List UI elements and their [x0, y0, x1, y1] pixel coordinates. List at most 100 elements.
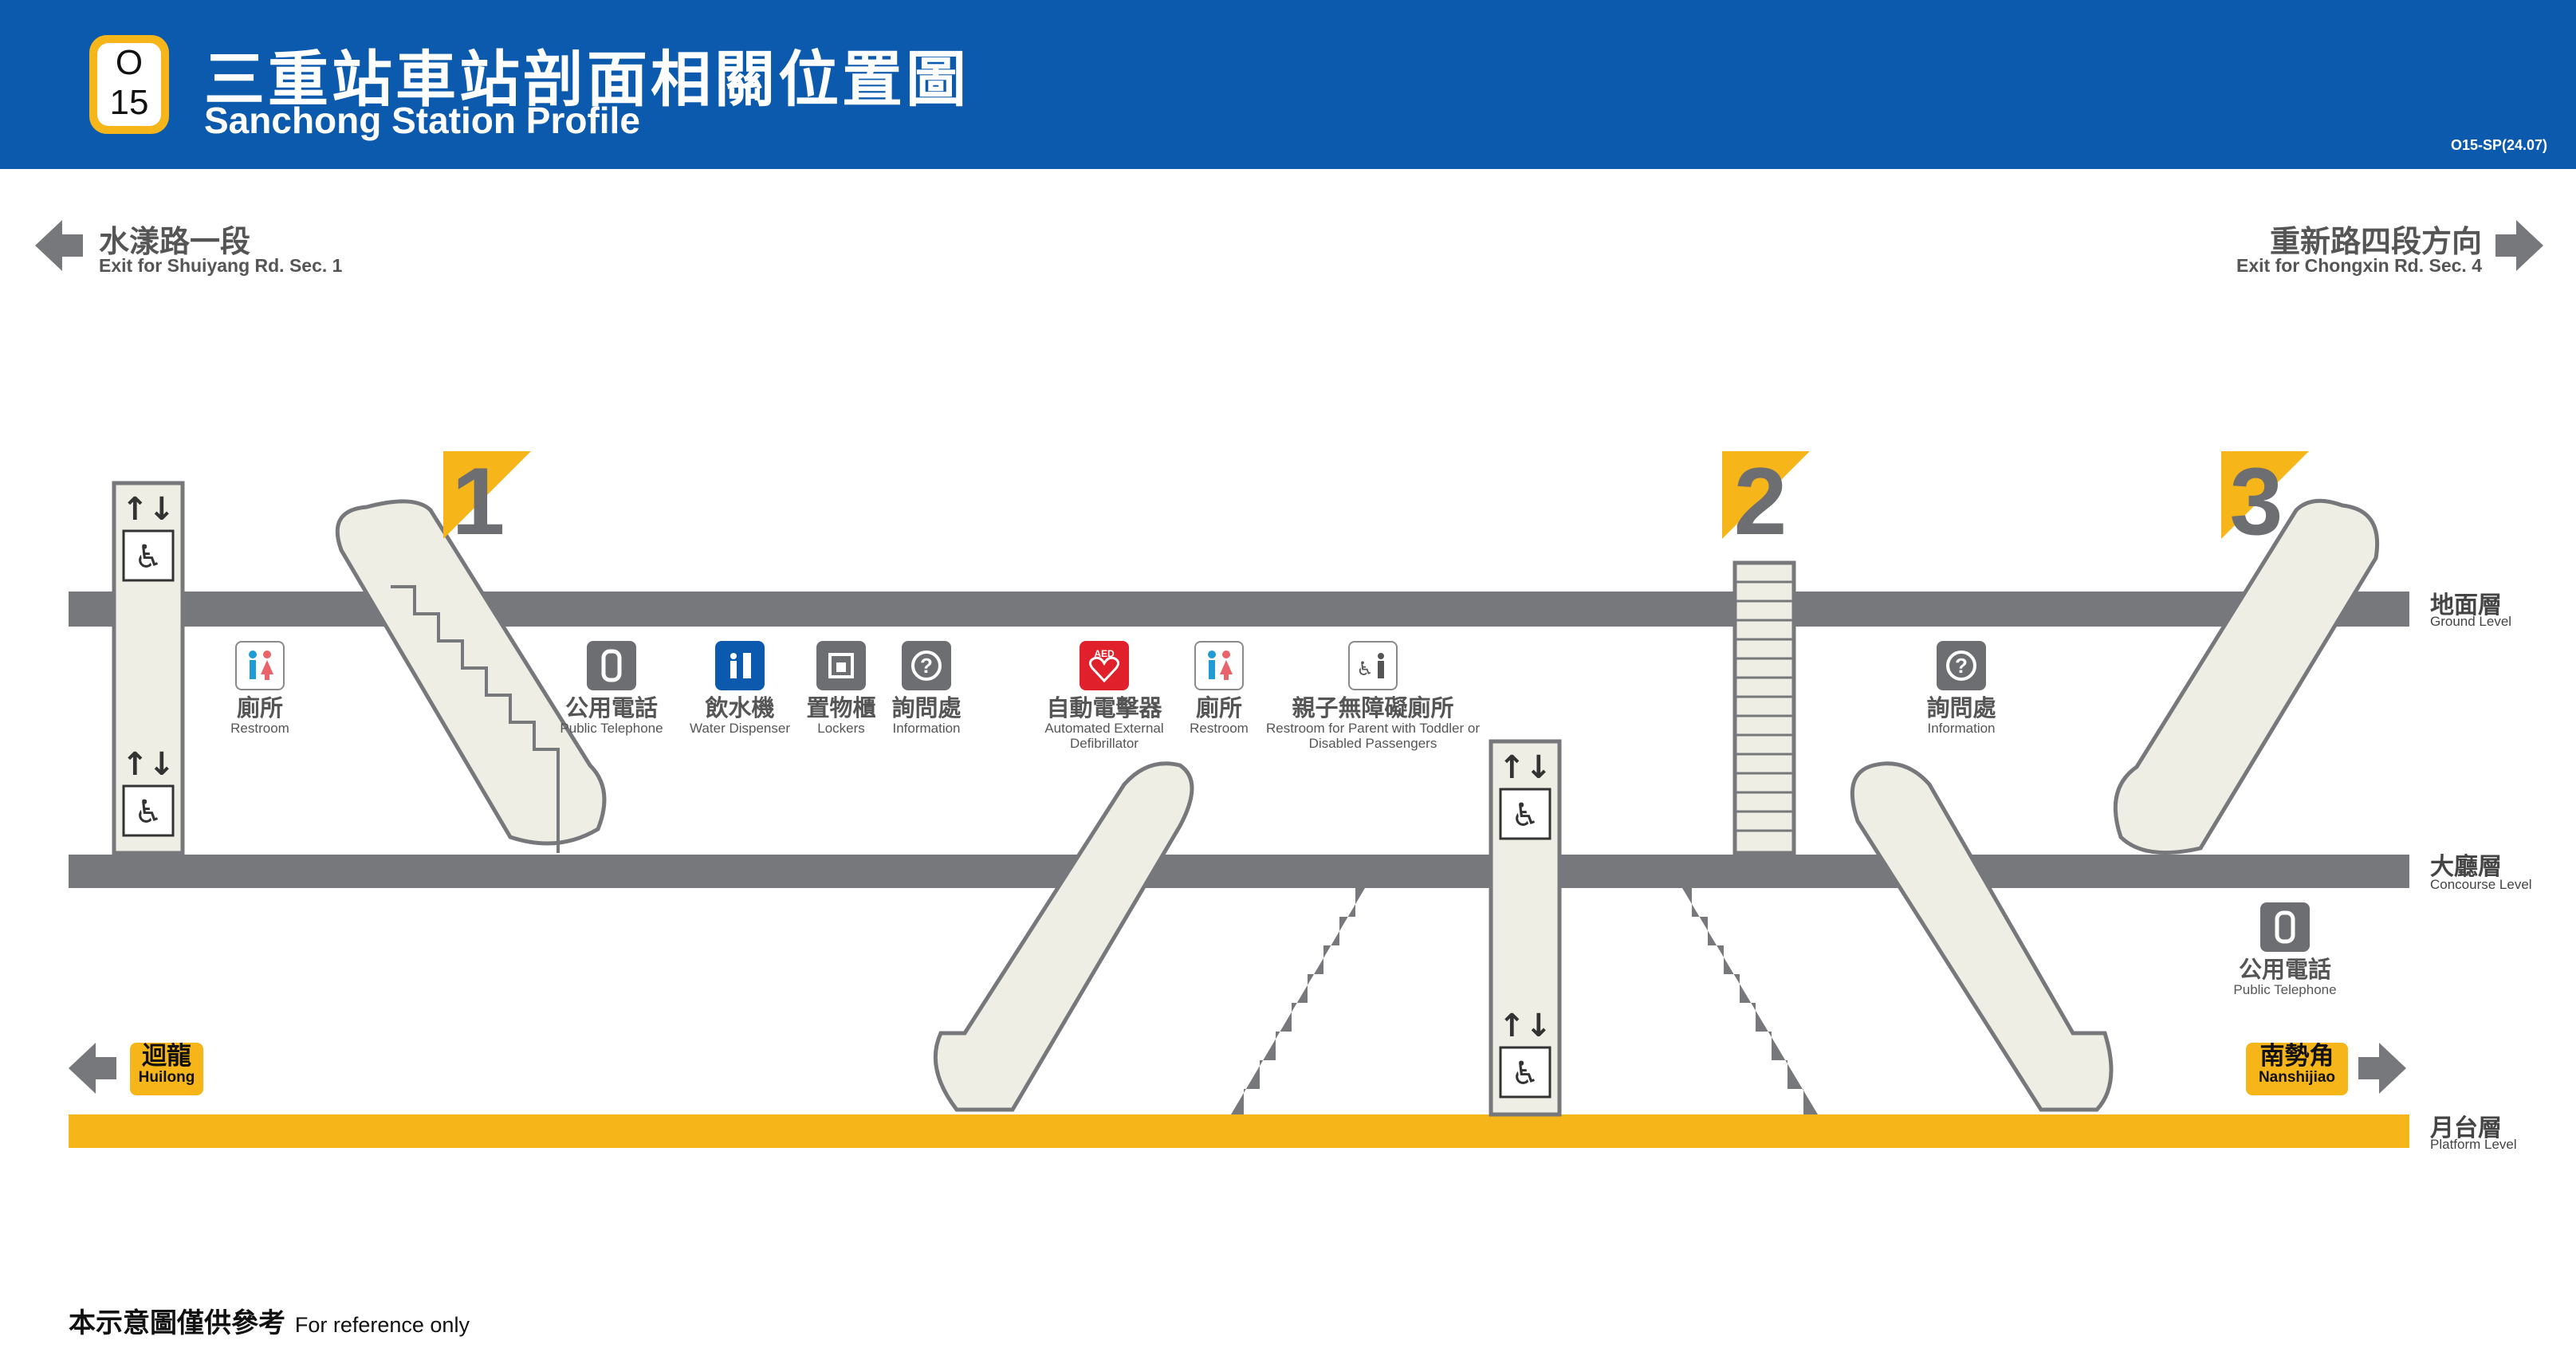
platform-direction-right-en: Nanshijiao [2258, 1069, 2336, 1086]
footer-note-zh: 本示意圖僅供參考 [69, 1307, 285, 1339]
svg-text:↑↓: ↑↓ [121, 746, 175, 783]
facility-label-zh: 置物櫃 [806, 694, 876, 721]
information-icon: ? [1937, 641, 1986, 690]
exit-direction-left-zh: 水漾路一段 [99, 224, 251, 259]
telephone-icon [587, 641, 636, 690]
page-title-zh: 三重站車站剖面相關位置圖 [204, 44, 969, 115]
platform-direction-left-tag: 迴龍 Huilong [130, 1043, 203, 1095]
facility-water-dispenser: 飲水機 Water Dispenser [660, 641, 820, 736]
water-dispenser-icon [715, 641, 765, 690]
facility-label-en: Lockers [817, 721, 865, 736]
document-code: O15-SP(24.07) [2450, 137, 2547, 153]
svg-text:♿: ♿ [1356, 658, 1374, 680]
facility-label-zh: 廁所 [1195, 694, 1242, 721]
facility-telephone: 公用電話 Public Telephone [532, 641, 691, 736]
escalator-platform-left-icon [933, 761, 1194, 1112]
platform-direction-right-zh: 南勢角 [2259, 1042, 2334, 1071]
arrow-right-icon [2495, 220, 2543, 271]
facility-information-right: ? 詢問處 Information [1882, 641, 2041, 736]
facility-label-zh: 詢問處 [1926, 694, 1996, 721]
elevator-middle-icon: ↑↓ ♿ ↑↓ ♿ [1489, 739, 1562, 1117]
exit-direction-left-en: Exit for Shuiyang Rd. Sec. 1 [99, 255, 343, 276]
platform-level-label-zh: 月台層 [2430, 1114, 2502, 1142]
platform-arrow-right-icon [2358, 1043, 2406, 1094]
restroom-icon [235, 641, 285, 690]
stairs-exit-2-icon [1732, 560, 1796, 855]
information-icon: ? [902, 641, 951, 690]
facility-label-en: Restroom [230, 721, 289, 736]
facility-label-en: Information [892, 721, 961, 736]
facility-accessible-restroom: ♿ 親子無障礙廁所 Restroom for Parent with Toddl… [1253, 641, 1493, 751]
platform-level-label-en: Platform Level [2430, 1137, 2517, 1152]
svg-text:?: ? [920, 654, 933, 678]
svg-text:↑↓: ↑↓ [121, 491, 175, 528]
exit-3-number: 3 [2230, 448, 2283, 555]
facility-label-en: Restroom [1190, 721, 1249, 736]
header-bar: O 15 三重站車站剖面相關位置圖 Sanchong Station Profi… [0, 0, 2576, 169]
facility-aed: AED 自動電擊器 Automated External Defibrillat… [1025, 641, 1184, 751]
facility-label-en: Public Telephone [560, 721, 663, 736]
elevator-left-icon: ↑↓ ♿ ↑↓ ♿ [112, 481, 185, 855]
stairs-platform-middle-icon [1231, 888, 1365, 1114]
exit-3-marker: 3 [2221, 448, 2309, 555]
facility-label-zh: 詢問處 [891, 694, 962, 721]
facility-restroom-middle: 廁所 Restroom [1139, 641, 1299, 736]
svg-text:♿: ♿ [1511, 797, 1540, 834]
facility-label-en: Public Telephone [2233, 982, 2337, 997]
facility-information-left: ? 詢問處 Information [847, 641, 1006, 736]
facility-label-zh: 自動電擊器 [1046, 694, 1162, 721]
exit-2-marker: 2 [1722, 448, 1810, 555]
exit-1-marker: 1 [443, 448, 531, 555]
svg-text:♿: ♿ [134, 794, 163, 831]
platform-direction-left-en: Huilong [138, 1069, 195, 1086]
svg-text:↑↓: ↑↓ [1498, 1008, 1551, 1044]
svg-text:↑↓: ↑↓ [1498, 749, 1551, 786]
page-title-en: Sanchong Station Profile [204, 100, 640, 141]
platform-direction-left-zh: 迴龍 [142, 1042, 191, 1071]
svg-text:?: ? [1955, 654, 1968, 678]
exit-direction-right-en: Exit for Chongxin Rd. Sec. 4 [2236, 255, 2482, 276]
concourse-level-slab [69, 855, 2409, 888]
svg-text:♿: ♿ [1511, 1055, 1540, 1092]
restroom-icon [1194, 641, 1244, 690]
escalator-exit-3-icon [2113, 498, 2380, 855]
escalator-platform-right-icon [1850, 761, 2114, 1112]
aed-badge-text: AED [1094, 648, 1115, 659]
concourse-level-label-en: Concourse Level [2430, 877, 2532, 892]
facility-label-zh: 飲水機 [705, 694, 775, 721]
station-code-badge: O 15 [89, 35, 169, 134]
platform-level-slab [69, 1114, 2409, 1148]
facility-label-zh: 親子無障礙廁所 [1292, 694, 1454, 721]
svg-text:♿: ♿ [134, 539, 163, 576]
exit-1-number: 1 [452, 448, 505, 555]
footer-note: 本示意圖僅供參考 For reference only [69, 1301, 470, 1340]
aed-icon: AED [1080, 641, 1129, 690]
ground-level-label-en: Ground Level [2430, 614, 2512, 629]
locker-icon [816, 641, 866, 690]
footer-note-en: For reference only [294, 1313, 470, 1337]
facility-label-zh: 公用電話 [564, 694, 658, 721]
facility-label-en: Water Dispenser [690, 721, 790, 736]
facility-label-zh: 公用電話 [2238, 956, 2331, 983]
platform-direction-right-tag: 南勢角 Nanshijiao [2246, 1043, 2348, 1095]
arrow-left-icon [35, 220, 83, 271]
station-code-letter: O [115, 43, 144, 82]
facility-telephone-concourse: 公用電話 Public Telephone [2205, 902, 2365, 997]
station-code-number: 15 [109, 83, 149, 122]
concourse-level-label-zh: 大廳層 [2430, 853, 2502, 881]
telephone-icon [2260, 902, 2310, 952]
stairs-platform-right-icon [1682, 888, 1818, 1114]
facility-label-en: Information [1927, 721, 1996, 736]
ground-level-label-zh: 地面層 [2430, 592, 2502, 619]
accessible-family-restroom-icon: ♿ [1348, 641, 1398, 690]
facility-label-en: Restroom for Parent with Toddler or Disa… [1265, 721, 1481, 751]
facility-label-en: Automated External Defibrillator [1044, 721, 1164, 751]
facility-restroom-left: 廁所 Restroom [180, 641, 340, 736]
exit-direction-right-zh: 重新路四段方向 [2269, 224, 2482, 259]
facility-lockers: 置物櫃 Lockers [761, 641, 921, 736]
platform-arrow-left-icon [69, 1043, 116, 1094]
facility-label-zh: 廁所 [236, 694, 283, 721]
exit-2-number: 2 [1734, 448, 1787, 555]
